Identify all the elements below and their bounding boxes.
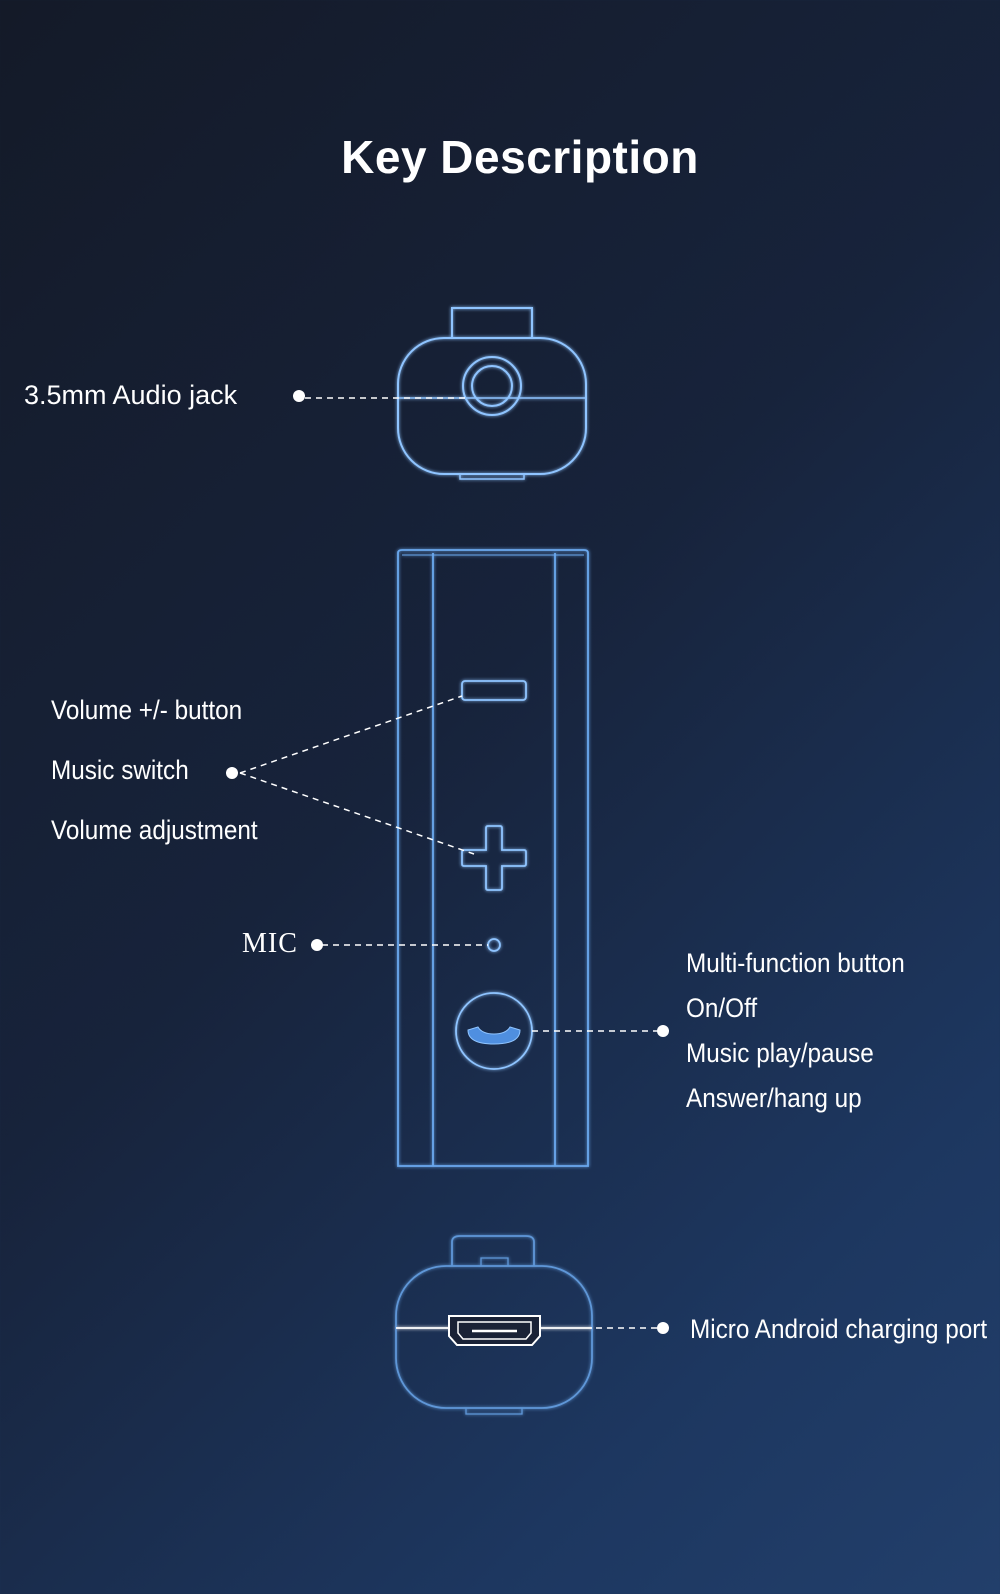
plus-button-icon <box>461 825 527 891</box>
page-title: Key Description <box>341 131 699 183</box>
label-answer-hang-up: Answer/hang up <box>686 1083 862 1113</box>
dot-charging-port <box>657 1322 669 1334</box>
top-clip-outline <box>451 307 533 338</box>
leader-volume-minus <box>239 695 463 774</box>
label-mic: MIC <box>242 928 298 959</box>
dot-mic <box>311 939 323 951</box>
dot-multifunction <box>657 1025 669 1037</box>
dot-volume <box>226 767 238 779</box>
minus-button-icon <box>461 680 527 701</box>
label-multifunction-button: Multi-function button <box>686 948 905 978</box>
front-view <box>397 549 589 1167</box>
micro-usb-port-icon <box>448 1315 541 1346</box>
bottom-clip-outline <box>451 1235 535 1266</box>
label-charging-port: Micro Android charging port <box>690 1314 988 1344</box>
mic-hole-icon <box>487 938 501 952</box>
multifunction-button-icon <box>455 992 533 1070</box>
phone-handset-icon <box>467 1026 521 1045</box>
label-volume-adjustment: Volume adjustment <box>51 815 258 845</box>
leader-volume-plus <box>239 772 475 855</box>
label-audio-jack: 3.5mm Audio jack <box>24 380 238 410</box>
label-volume-button: Volume +/- button <box>51 695 243 725</box>
leader-lines <box>239 397 662 1329</box>
dot-audio-jack <box>293 390 305 402</box>
label-music-switch: Music switch <box>51 755 189 785</box>
label-on-off: On/Off <box>686 993 758 1023</box>
top-end-view <box>397 307 587 480</box>
bottom-body-outline <box>395 1265 593 1409</box>
audio-jack-icon <box>462 356 522 416</box>
top-body-outline <box>397 337 587 475</box>
label-music-play-pause: Music play/pause <box>686 1038 874 1068</box>
bottom-end-view <box>395 1235 593 1415</box>
front-body-outline <box>397 549 589 1167</box>
leader-dots <box>226 390 669 1334</box>
